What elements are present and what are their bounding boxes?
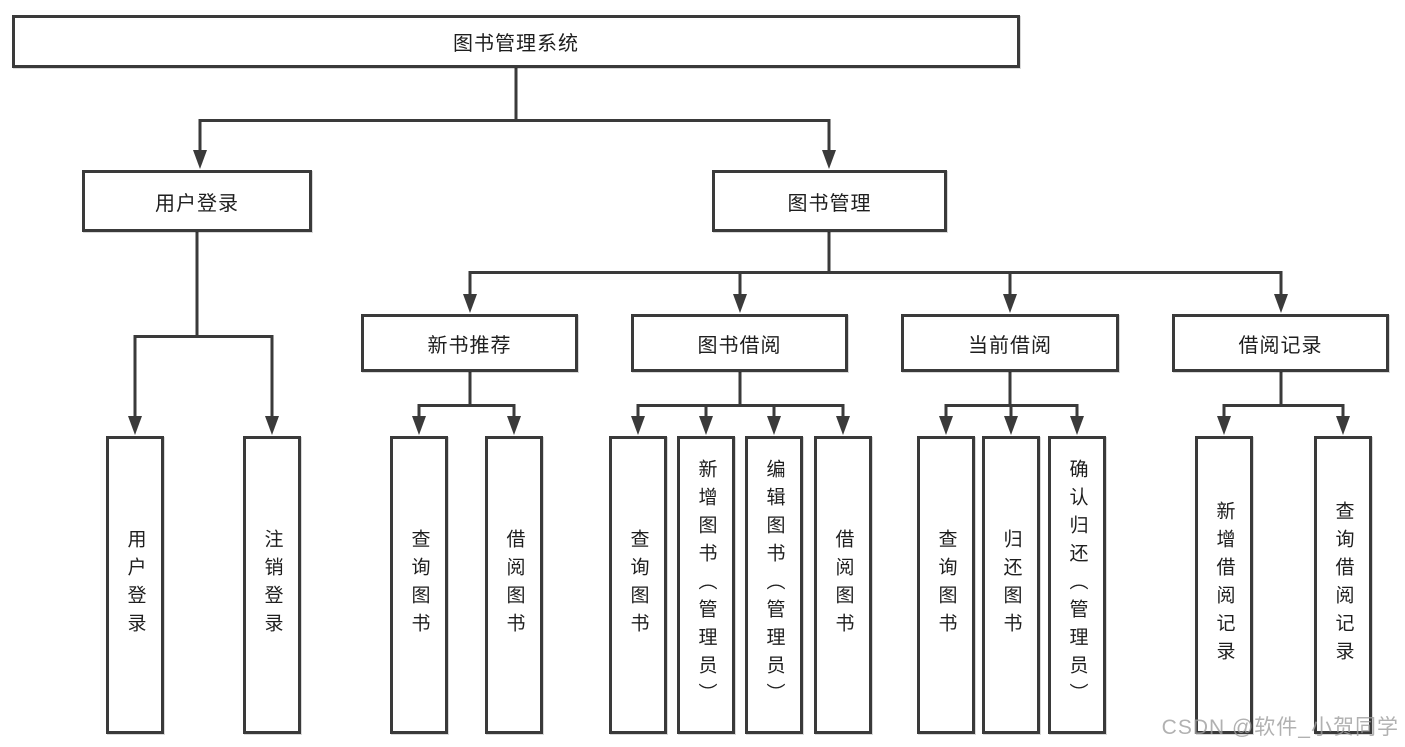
node-current-borrow: 当前借阅 [901, 314, 1119, 372]
node-book-borrow: 图书借阅 [631, 314, 848, 372]
leaf-edit-books-admin: 编辑图书（管理员） [745, 436, 803, 734]
leaf-logout-label: 注销登录 [261, 529, 283, 641]
leaf-current-query-books-label: 查询图书 [935, 529, 957, 641]
leaf-borrow-query-books: 查询图书 [609, 436, 667, 734]
node-borrow-records: 借阅记录 [1172, 314, 1389, 372]
leaf-borrow-books: 借阅图书 [814, 436, 872, 734]
leaf-add-borrow-record-label: 新增借阅记录 [1213, 501, 1235, 669]
node-user-login-label: 用户登录 [155, 192, 239, 215]
leaf-return-books-label: 归还图书 [1000, 529, 1022, 641]
connectors [133, 68, 1345, 420]
node-book-management: 图书管理 [712, 170, 947, 232]
node-borrow-records-label: 借阅记录 [1238, 334, 1323, 357]
node-root: 图书管理系统 [12, 15, 1020, 68]
node-current-borrow-label: 当前借阅 [968, 334, 1052, 357]
leaf-query-borrow-record: 查询借阅记录 [1314, 436, 1372, 734]
leaf-add-books-admin-label: 新增图书（管理员） [695, 459, 717, 711]
node-user-login: 用户登录 [82, 170, 312, 232]
leaf-query-borrow-record-label: 查询借阅记录 [1332, 501, 1354, 669]
leaf-recommend-query-books: 查询图书 [390, 436, 448, 734]
leaf-confirm-return-admin-label: 确认归还（管理员） [1066, 459, 1088, 711]
leaf-recommend-borrow-books: 借阅图书 [485, 436, 543, 734]
arrowheads [128, 150, 1350, 435]
leaf-user-login: 用户登录 [106, 436, 164, 734]
node-book-management-label: 图书管理 [787, 192, 872, 215]
leaf-logout: 注销登录 [243, 436, 301, 734]
leaf-add-books-admin: 新增图书（管理员） [677, 436, 735, 734]
leaf-recommend-query-books-label: 查询图书 [408, 529, 430, 641]
node-new-book-recommend-label: 新书推荐 [427, 334, 512, 357]
leaf-borrow-query-books-label: 查询图书 [627, 529, 649, 641]
node-new-book-recommend: 新书推荐 [361, 314, 578, 372]
leaf-current-query-books: 查询图书 [917, 436, 975, 734]
csdn-watermark: CSDN @软件_小贺同学 [1161, 716, 1399, 739]
leaf-user-login-label: 用户登录 [124, 529, 146, 641]
leaf-edit-books-admin-label: 编辑图书（管理员） [763, 459, 785, 711]
leaf-confirm-return-admin: 确认归还（管理员） [1048, 436, 1106, 734]
leaf-add-borrow-record: 新增借阅记录 [1195, 436, 1253, 734]
node-book-borrow-label: 图书借阅 [697, 334, 782, 357]
node-root-label: 图书管理系统 [453, 33, 579, 55]
leaf-return-books: 归还图书 [982, 436, 1040, 734]
leaf-borrow-books-label: 借阅图书 [832, 529, 854, 641]
leaf-recommend-borrow-books-label: 借阅图书 [503, 529, 525, 641]
